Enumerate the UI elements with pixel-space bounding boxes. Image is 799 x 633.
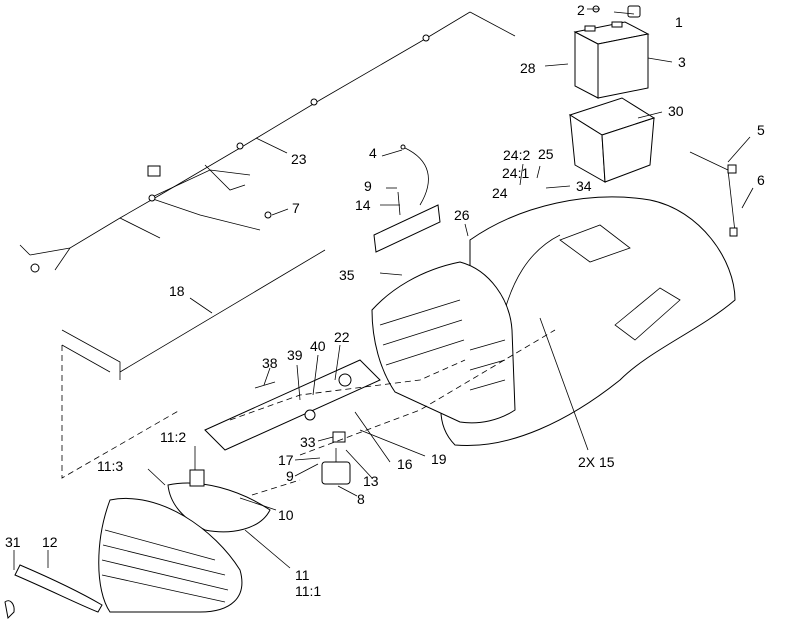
battery	[573, 21, 650, 99]
mounting-plate	[204, 359, 381, 451]
callout-12: 12	[42, 534, 58, 550]
callout-8: 8	[357, 491, 365, 507]
hood-grille	[98, 498, 243, 613]
callout-9-top: 9	[364, 178, 372, 194]
callout-40: 40	[310, 338, 326, 354]
callout-24: 24	[492, 185, 508, 201]
callout-11-3: 11:3	[97, 458, 124, 474]
callout-7: 7	[292, 200, 300, 216]
callout-24-1: 24:1	[502, 165, 530, 181]
solenoid	[321, 448, 351, 485]
callout-34: 34	[576, 178, 592, 194]
callout-23: 23	[291, 151, 307, 167]
terminal-cover	[627, 5, 641, 18]
battery-cable	[689, 151, 738, 237]
callout-3: 3	[678, 54, 686, 70]
bracket	[373, 191, 441, 253]
callout-14: 14	[355, 197, 371, 213]
battery-tray	[568, 97, 656, 183]
cable	[400, 144, 429, 206]
callout-25: 25	[538, 146, 554, 162]
callout-31: 31	[5, 534, 21, 550]
callout-2x15: 2X 15	[578, 454, 615, 470]
callout-38: 38	[262, 355, 278, 371]
reference-lines	[61, 329, 556, 496]
callout-17: 17	[278, 452, 294, 468]
callout-9-bottom: 9	[286, 468, 294, 484]
leader-lines	[13, 8, 754, 570]
callout-26: 26	[454, 207, 470, 223]
callout-24-2: 24:2	[503, 147, 531, 163]
callout-2: 2	[577, 2, 585, 18]
callout-33: 33	[300, 434, 316, 450]
callout-35: 35	[339, 267, 355, 283]
callout-4: 4	[369, 145, 377, 161]
callout-1: 1	[675, 14, 683, 30]
callout-10: 10	[278, 507, 294, 523]
callout-28: 28	[520, 60, 536, 76]
callout-19: 19	[431, 451, 447, 467]
headlight-bracket	[167, 469, 271, 533]
callout-18: 18	[169, 283, 185, 299]
callout-11-1: 11:1	[295, 583, 322, 599]
wire-harness	[19, 11, 516, 273]
callout-16: 16	[397, 456, 413, 472]
callout-13: 13	[363, 473, 379, 489]
callout-30: 30	[668, 103, 684, 119]
trim-strip	[14, 564, 103, 613]
wire-lead	[61, 249, 326, 380]
callout-11: 11	[295, 567, 310, 583]
callout-39: 39	[287, 347, 303, 363]
emblem	[4, 600, 15, 620]
callout-5: 5	[757, 122, 765, 138]
dash-cowl	[371, 261, 516, 424]
callout-22: 22	[334, 329, 350, 345]
callout-11-2: 11:2	[160, 429, 187, 445]
callout-6: 6	[757, 172, 765, 188]
